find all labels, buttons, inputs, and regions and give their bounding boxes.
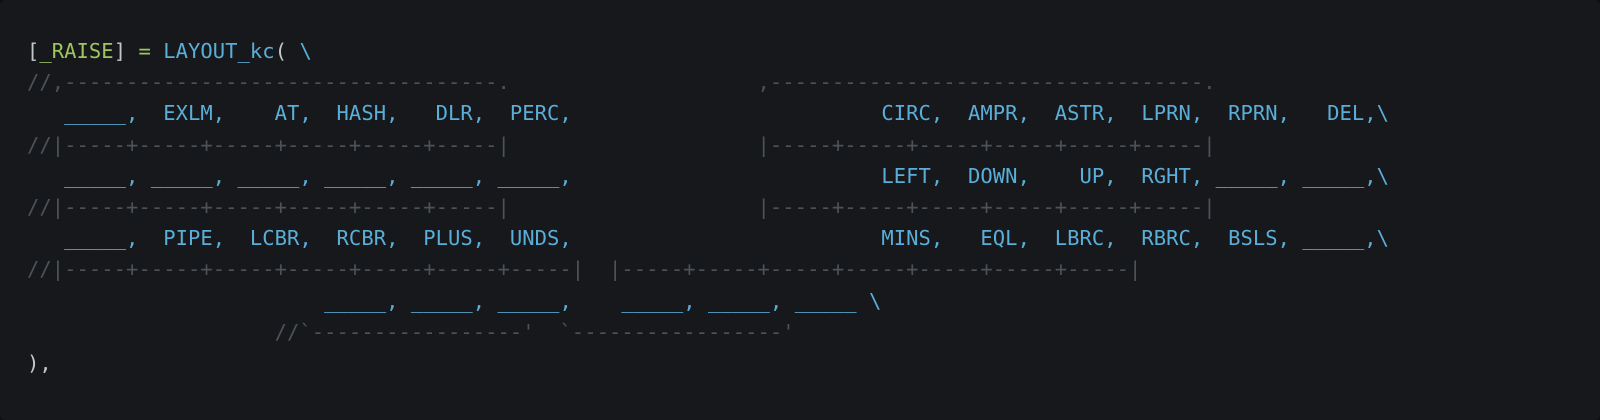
code-line-thumbs: _____, _____, _____, _____, _____, _____… <box>27 286 1600 317</box>
code-line-row2: _____, _____, _____, _____, _____, _____… <box>27 161 1600 192</box>
open-paren: ( <box>274 39 300 63</box>
comment-top-border: //,-----------------------------------. … <box>27 70 1216 95</box>
code-line-footer: ), <box>27 350 52 375</box>
comment-row3-separator: //|-----+-----+-----+-----+-----+-----+-… <box>27 257 1142 282</box>
layout-macro: LAYOUT_kc <box>163 39 275 63</box>
row3-left-keys: _____, PIPE, LCBR, RCBR, PLUS, UNDS, <box>27 226 572 251</box>
space <box>151 39 163 63</box>
code-block: [_RAISE] = LAYOUT_kc( \ //,--------------… <box>27 36 1600 379</box>
thumbs-indent <box>27 289 312 313</box>
row2-right-keys: LEFT, DOWN, UP, RGHT, _____, _____,\ <box>868 163 1390 188</box>
row1-gap <box>572 101 869 125</box>
close-bracket: ] <box>113 39 139 63</box>
open-bracket: [ <box>27 39 40 63</box>
comment-bottom-border: //`-----------------' `-----------------… <box>27 319 795 344</box>
row1-left-keys: _____, EXLM, AT, HASH, DLR, PERC, <box>27 101 572 126</box>
comment-row2-separator: //|-----+-----+-----+-----+-----+-----| … <box>27 194 1216 219</box>
layer-name: _RAISE <box>39 39 114 63</box>
row2-gap <box>572 164 869 188</box>
thumbs-right-keys: _____, _____, _____ <box>621 288 870 313</box>
code-line-row1: _____, EXLM, AT, HASH, DLR, PERC, CIRC, … <box>27 98 1600 129</box>
code-line-row3: _____, PIPE, LCBR, RCBR, PLUS, UNDS, MIN… <box>27 223 1600 254</box>
row1-right-keys: CIRC, AMPR, ASTR, LPRN, RPRN, DEL,\ <box>868 101 1390 126</box>
row2-left-keys: _____, _____, _____, _____, _____, _____… <box>27 163 572 188</box>
row3-right-keys: MINS, EQL, LBRC, RBRC, BSLS, _____,\ <box>868 226 1390 251</box>
line-continuation: \ <box>299 39 312 63</box>
thumbs-left-keys: _____, _____, _____, <box>311 288 572 313</box>
equals-sign: = <box>138 39 151 63</box>
thumbs-gap <box>572 289 622 313</box>
comment-row1-separator: //|-----+-----+-----+-----+-----+-----| … <box>27 132 1216 157</box>
thumbs-continuation: \ <box>869 288 882 313</box>
code-line-header: [_RAISE] = LAYOUT_kc( \ <box>27 36 1600 67</box>
row3-gap <box>572 226 869 250</box>
